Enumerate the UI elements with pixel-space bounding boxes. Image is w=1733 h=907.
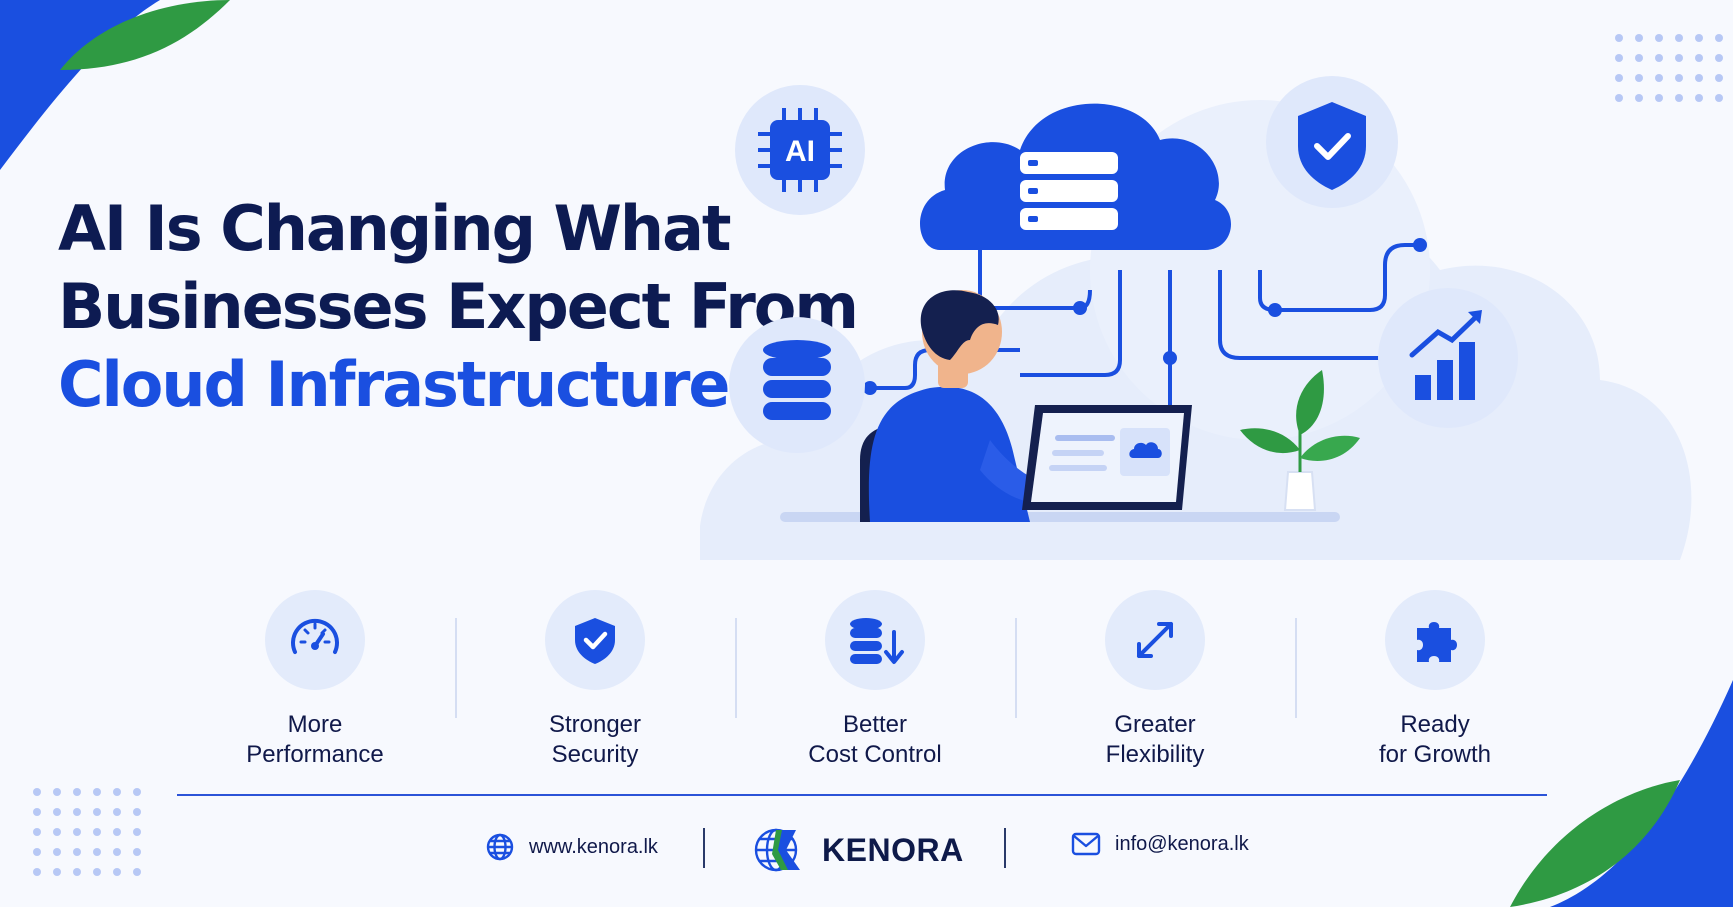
database-icon — [729, 317, 865, 453]
feature-label: Stronger Security — [549, 710, 641, 770]
globe-icon — [486, 833, 514, 861]
shield-check-icon — [575, 618, 615, 664]
plant-icon — [1240, 370, 1360, 511]
headline: AI Is Changing What Businesses Expect Fr… — [58, 190, 859, 424]
footer-separator — [1004, 828, 1006, 868]
mail-icon — [1071, 832, 1101, 856]
feature-icon-circle — [545, 590, 645, 690]
feature-label-line-1: Ready — [1400, 711, 1470, 738]
feature-label-line-1: Stronger — [548, 711, 642, 738]
feature-icon-circle — [825, 590, 925, 690]
top-left-wave-decoration — [0, 0, 230, 170]
feature-icon-circle — [265, 590, 365, 690]
laptop-icon — [1022, 405, 1192, 510]
growth-chart-icon — [1378, 288, 1518, 428]
feature-growth: Ready for Growth — [1295, 590, 1575, 770]
shield-check-icon — [1266, 76, 1398, 208]
kenora-logo-icon — [754, 828, 800, 872]
feature-cost-control: Better Cost Control — [735, 590, 1015, 770]
feature-label-line-1: Greater — [1114, 711, 1196, 738]
website-link[interactable]: www.kenora.lk — [485, 832, 658, 862]
bottom-right-wave-decoration — [1510, 680, 1733, 907]
feature-label: More Performance — [246, 710, 383, 770]
ai-chip-icon: AI — [735, 85, 865, 215]
feature-label-line-1: More — [287, 711, 343, 738]
brand-logo: KENORA — [752, 824, 964, 876]
feature-label: Greater Flexibility — [1106, 710, 1205, 770]
headline-line-2: Businesses Expect From — [58, 270, 859, 343]
feature-security: Stronger Security — [455, 590, 735, 770]
expand-arrows-icon — [1137, 622, 1173, 658]
brand-name: KENORA — [822, 831, 964, 868]
speedometer-icon — [291, 618, 339, 654]
dot-grid-bottom-left — [33, 788, 141, 876]
feature-icon-circle — [1105, 590, 1205, 690]
database-down-icon — [850, 618, 904, 664]
email-text: info@kenora.lk — [1115, 832, 1249, 855]
feature-label: Ready for Growth — [1379, 710, 1491, 770]
ai-chip-label: AI — [785, 135, 815, 168]
footer: www.kenora.lk KENORA info@kenora.lk — [0, 820, 1733, 880]
feature-label-line-1: Better — [842, 711, 907, 738]
dot-grid-top-right — [1615, 34, 1723, 102]
feature-flexibility: Greater Flexibility — [1015, 590, 1295, 770]
feature-label-line-2: Performance — [246, 741, 384, 768]
headline-line-3: Cloud Infrastructure — [58, 348, 730, 421]
cloud-illustration: AI — [700, 76, 1692, 560]
website-text: www.kenora.lk — [529, 835, 658, 858]
feature-label-line-2: Cost Control — [808, 741, 942, 768]
puzzle-icon — [1417, 622, 1457, 662]
feature-label-line-2: Security — [551, 741, 639, 768]
feature-label: Better Cost Control — [808, 710, 941, 770]
email-link[interactable]: info@kenora.lk — [1071, 832, 1249, 856]
person-at-laptop — [860, 290, 1087, 522]
feature-performance: More Performance — [175, 590, 455, 770]
headline-line-1: AI Is Changing What — [58, 192, 732, 265]
cloud-server-icon — [920, 103, 1232, 250]
footer-separator — [703, 828, 705, 868]
features-row: More Performance Stronger Security — [175, 590, 1575, 770]
feature-label-line-2: Flexibility — [1105, 741, 1205, 768]
feature-icon-circle — [1385, 590, 1485, 690]
footer-divider-line — [177, 794, 1547, 796]
feature-label-line-2: for Growth — [1378, 741, 1492, 768]
